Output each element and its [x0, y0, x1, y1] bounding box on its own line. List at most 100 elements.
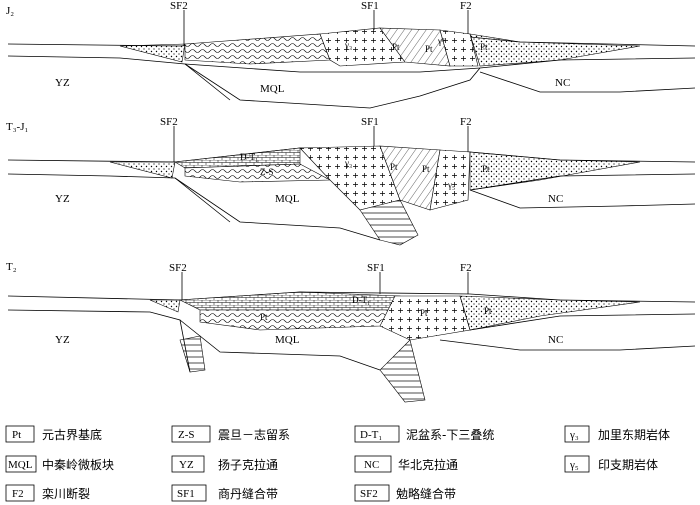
legend-swatch: [5, 484, 35, 502]
legend-swatch: [354, 455, 392, 473]
block-label-mql: MQL: [275, 334, 300, 346]
legend-text: 震旦－志留系: [218, 428, 290, 442]
yz-base: [7, 55, 231, 101]
panel-t2: T₂ SF2 SF1 F2 YZ MQL NC D-T₁ Pt Pt Pt: [6, 261, 696, 403]
inner-label: Pt: [390, 162, 398, 172]
inner-label: Pt: [422, 164, 430, 174]
legend-code: SF1: [177, 488, 195, 500]
sediment-right: [469, 151, 641, 191]
block-label-nc: NC: [548, 334, 563, 346]
legend-code: NC: [364, 459, 379, 471]
inner-label: γ³: [437, 36, 445, 46]
legend-text: 泥盆系-下三叠统: [406, 428, 494, 442]
legend-text: 栾川断裂: [42, 486, 90, 501]
legend-text: 印支期岩体: [598, 457, 658, 472]
mql-base: [184, 63, 481, 73]
nc-base: [469, 173, 696, 191]
slab-left: [179, 335, 206, 373]
stage-label: T₂: [6, 261, 17, 273]
panel-j2: J₂ SF2 SF1 F2 YZ MQL NC γ₃ Pt Pt γ³ Pt: [6, 0, 696, 109]
granite-body: [379, 295, 471, 341]
legend-swatch: [564, 425, 590, 443]
legend-text: 中秦岭微板块: [42, 457, 114, 472]
inner-label: Pt: [392, 42, 400, 52]
nc-base: [469, 313, 696, 331]
block-label-yz: YZ: [55, 334, 70, 346]
inner-label: Pt: [260, 312, 268, 322]
granite-indosinian: [429, 149, 471, 211]
stage-label: T₃-J₁: [6, 121, 28, 133]
fault-label-f2: F2: [460, 262, 472, 274]
legend-text: 商丹缝合带: [218, 486, 278, 501]
legend-swatch: [5, 425, 35, 443]
block-label-mql: MQL: [260, 83, 285, 95]
sediment-left: [109, 161, 176, 179]
fault-label-sf1: SF1: [361, 116, 379, 128]
sediment-right: [469, 33, 641, 67]
legend-text: 华北克拉通: [398, 457, 458, 472]
inner-label: D-T₁: [352, 295, 370, 305]
panel-t3j1: T₃-J₁ SF2 SF1 F2 YZ MQL NC D-T₁ Z-S γ₃ P…: [6, 116, 696, 246]
nc-lower: [439, 339, 696, 351]
legend-code: Pt: [12, 429, 21, 441]
legend-swatch: [354, 484, 390, 502]
block-label-yz: YZ: [55, 77, 70, 89]
inner-label: γ₃: [344, 158, 352, 168]
fault-label-f2: F2: [460, 0, 472, 12]
legend: Pt 元古界基底 Z-S 震旦－志留系 D-T₁ 泥盆系-下三叠统 γ₃ 加里东…: [5, 425, 670, 502]
legend-code: F2: [12, 488, 24, 500]
inner-label: γ₃: [344, 40, 352, 50]
fault-label-f2: F2: [460, 116, 472, 128]
inner-label: Pt: [420, 308, 428, 318]
legend-code: D-T₁: [360, 429, 382, 441]
slab-right: [379, 339, 426, 403]
fault-label-sf2: SF2: [170, 0, 188, 12]
mql-lower: [179, 319, 381, 371]
sediment-left: [119, 43, 186, 63]
zs-belt: [199, 309, 396, 331]
pt-block-2: [439, 29, 479, 67]
legend-code: Z-S: [178, 429, 195, 441]
legend-code: γ₅: [569, 459, 579, 471]
legend-swatch: [171, 425, 211, 443]
inner-label: D-T₁: [240, 152, 258, 162]
legend-swatch: [564, 455, 590, 473]
legend-swatch: [5, 455, 37, 473]
sediment-right: [459, 295, 641, 331]
legend-code: MQL: [8, 459, 33, 471]
yz-base: [7, 309, 191, 373]
mql-lower: [184, 63, 481, 109]
legend-text: 加里东期岩体: [598, 427, 670, 442]
inner-label: γ₅: [447, 180, 455, 190]
fault-label-sf1: SF1: [367, 262, 385, 274]
legend-code: γ₃: [569, 429, 579, 441]
fault-label-sf1: SF1: [361, 0, 379, 12]
sediment-left: [149, 299, 181, 313]
block-label-nc: NC: [555, 77, 570, 89]
nc-base: [479, 57, 696, 69]
inner-label: Pt: [484, 306, 492, 316]
subducting-slab: [359, 199, 419, 246]
mql-lower: [174, 177, 381, 241]
fault-label-sf2: SF2: [169, 262, 187, 274]
legend-text: 勉略缝合带: [396, 486, 456, 501]
stage-label: J₂: [6, 5, 14, 17]
inner-label: Pt: [480, 42, 488, 52]
nc-lower: [479, 71, 696, 93]
nc-lower: [469, 189, 696, 209]
zs-belt: [184, 33, 331, 65]
zs-belt: [184, 163, 332, 183]
block-label-yz: YZ: [55, 193, 70, 205]
inner-label: Z-S: [260, 167, 274, 177]
yz-base: [7, 173, 231, 223]
inner-label: Pt: [482, 164, 490, 174]
fault-label-sf2: SF2: [160, 116, 178, 128]
granite-body: [319, 27, 406, 67]
legend-swatch: [354, 425, 400, 443]
inner-label: Pt: [425, 44, 433, 54]
block-label-mql: MQL: [275, 193, 300, 205]
legend-code: YZ: [179, 459, 194, 471]
legend-swatch: [171, 455, 205, 473]
legend-swatch: [171, 484, 207, 502]
